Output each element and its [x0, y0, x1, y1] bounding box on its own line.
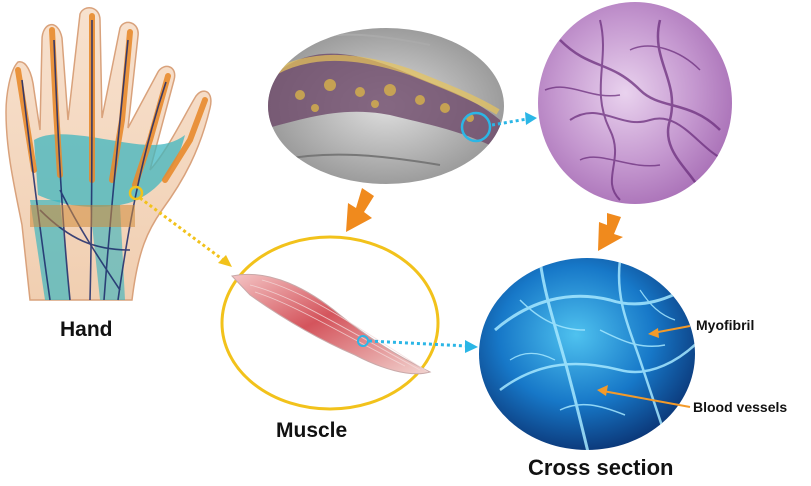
cross-section-image	[479, 258, 700, 460]
myofibril-label: Myofibril	[696, 317, 754, 333]
purple-tissue-image	[538, 2, 732, 204]
hand-label: Hand	[60, 318, 113, 342]
tissue-image	[260, 28, 504, 184]
muscle-label: Muscle	[276, 419, 347, 443]
muscle-illustration	[222, 237, 438, 409]
blood-vessels-label: Blood vessels	[693, 399, 787, 415]
orange-arrow-purple-to-cross	[598, 213, 623, 251]
hand-illustration	[6, 8, 211, 300]
orange-arrow-tissue-to-muscle	[346, 188, 374, 232]
cross-section-label: Cross section	[528, 455, 674, 481]
